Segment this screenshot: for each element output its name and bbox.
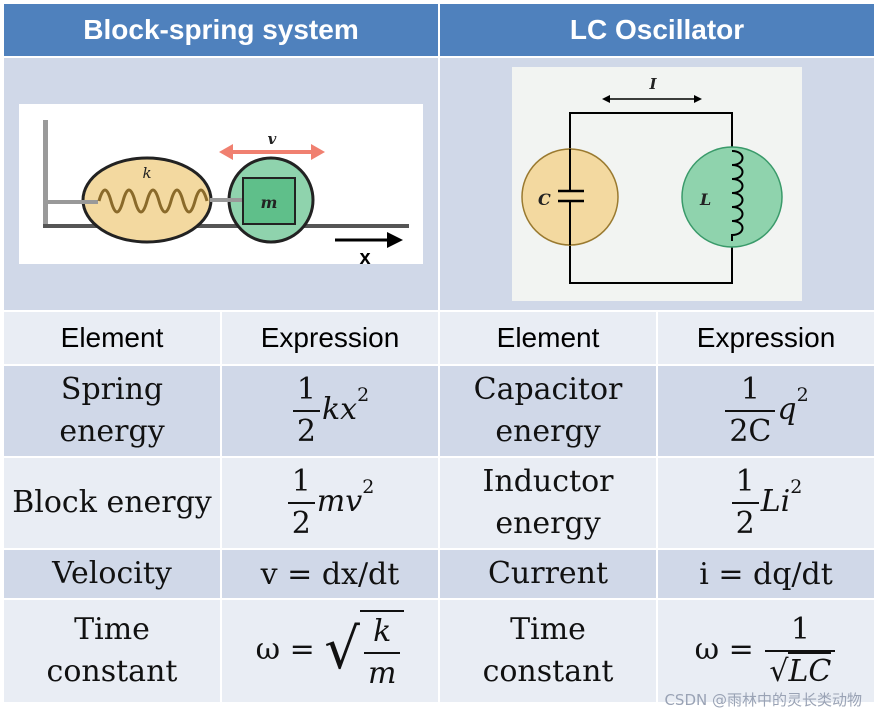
formula-denominator: LC <box>788 652 832 689</box>
left-element-header: Element <box>2 310 222 366</box>
element-label: Time constant <box>482 612 614 689</box>
left-element-cell: Time constant <box>2 598 222 704</box>
formula-term: mv <box>316 484 363 519</box>
formula-numerator: 1 <box>740 372 760 407</box>
formula-exponent: 2 <box>362 476 375 498</box>
inductor-label: L <box>699 190 711 209</box>
formula: ω = 1√LC <box>694 612 838 689</box>
watermark: CSDN @雨林中的灵长类动物 <box>664 691 862 709</box>
element-label: Spring energy <box>59 372 165 449</box>
element-label: Block energy <box>12 485 212 520</box>
left-expression-cell: v = dx/dt <box>219 548 441 600</box>
lc-circuit-diagram: I C L <box>512 67 803 301</box>
comparison-table: Block-spring system LC Oscillator k m v <box>1 2 876 704</box>
formula-term: kx <box>321 392 358 427</box>
right-expression-cell: i = dq/dt <box>656 548 876 600</box>
formula-exponent: 2 <box>796 384 809 406</box>
formula-numerator: 1 <box>291 464 311 499</box>
left-element-cell: Velocity <box>2 548 222 600</box>
velocity-label: v <box>268 130 277 148</box>
formula: i = dq/dt <box>699 556 833 592</box>
formula-denominator: 2C <box>725 410 776 450</box>
right-element-cell: Inductor energy <box>438 456 659 550</box>
right-expression-cell: ω = 1√LC <box>656 598 876 704</box>
left-expression-header: Expression <box>219 310 441 366</box>
element-label: Current <box>487 556 609 591</box>
mass-label: m <box>261 193 278 212</box>
formula-numerator: 1 <box>296 372 316 407</box>
x-axis-label: x <box>359 247 370 264</box>
capacitor-label: C <box>538 190 551 209</box>
formula-exponent: 2 <box>357 384 370 406</box>
formula-denominator: 2 <box>292 410 320 450</box>
formula-denominator: 2 <box>731 502 759 542</box>
left-element-cell: Block energy <box>2 456 222 550</box>
right-expression-header: Expression <box>656 310 876 366</box>
right-element-cell: Current <box>438 548 659 600</box>
formula-lhs: ω = <box>694 632 754 667</box>
formula-term: q <box>777 392 797 427</box>
element-label: Inductor energy <box>482 464 614 541</box>
right-element-cell: Capacitor energy <box>438 364 659 458</box>
current-label: I <box>649 75 658 93</box>
spring-constant-label: k <box>142 164 151 182</box>
block-spring-diagram: k m v x <box>19 104 423 264</box>
right-element-header: Element <box>438 310 659 366</box>
element-label: Time constant <box>46 612 178 689</box>
lc-figure-cell: I C L <box>438 56 876 312</box>
formula-numerator: 1 <box>790 612 810 647</box>
header-block-spring: Block-spring system <box>1 2 441 58</box>
formula-denominator: m <box>363 652 401 692</box>
header-row: Block-spring system LC Oscillator <box>1 2 876 58</box>
formula-exponent: 2 <box>790 476 803 498</box>
formula-numerator: k <box>373 614 392 649</box>
header-lc-oscillator: LC Oscillator <box>438 2 876 58</box>
right-element-cell: Time constant <box>438 598 659 704</box>
formula-lhs: ω = <box>255 632 315 667</box>
column-header-row: Element Expression Element Expression <box>2 310 876 366</box>
table-row: Velocity v = dx/dt Current i = dq/dt <box>2 548 876 600</box>
element-label: Capacitor energy <box>473 372 623 449</box>
formula-term: Li <box>760 484 791 519</box>
element-label: Velocity <box>52 556 172 591</box>
left-element-cell: Spring energy <box>2 364 222 458</box>
sqrt-sign: √LC <box>765 650 836 690</box>
formula: v = dx/dt <box>260 556 400 592</box>
formula-denominator: 2 <box>287 502 315 542</box>
formula-numerator: 1 <box>735 464 755 499</box>
figure-row: k m v x I <box>1 56 876 312</box>
block-spring-figure-cell: k m v x <box>1 56 441 312</box>
